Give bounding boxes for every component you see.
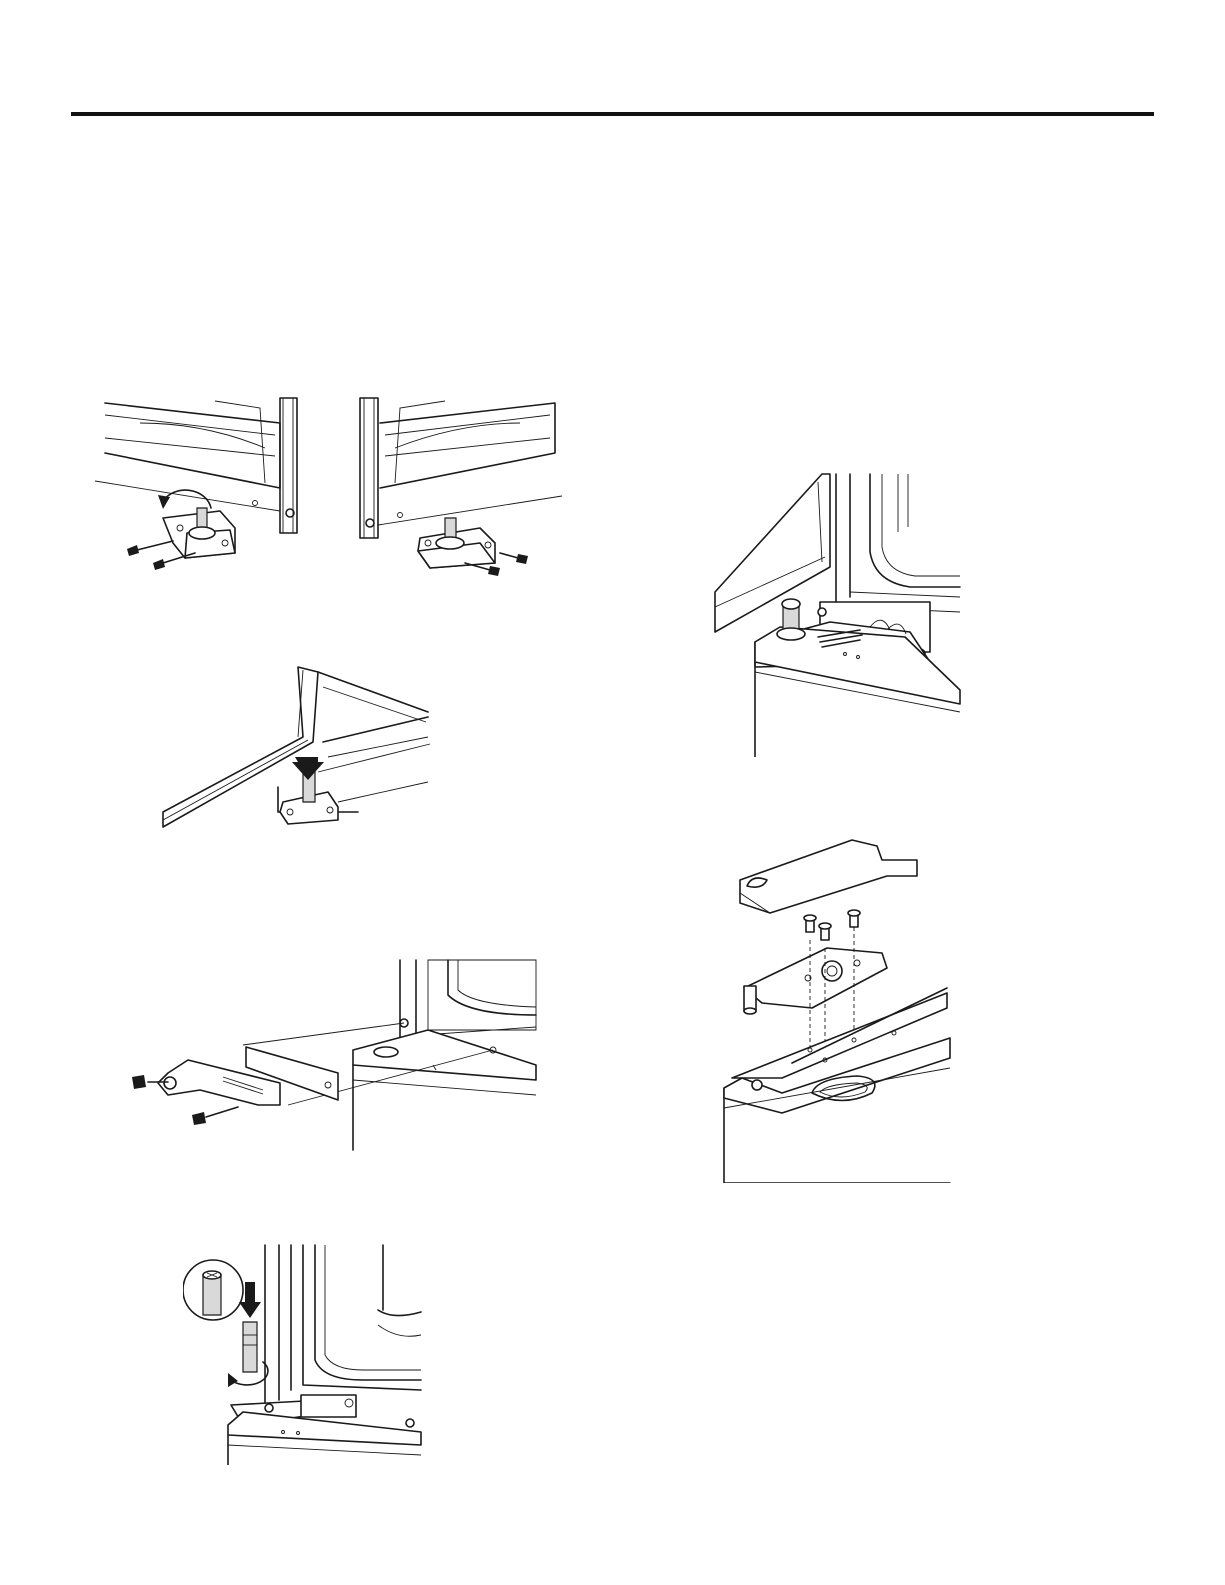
fig-top-hinge-cover-exploded [722,838,952,1183]
fig-lower-door-onto-pin [158,662,433,837]
fig-insert-hinge-pin [183,1240,428,1465]
fig-remove-hinge-pin-left [95,393,310,573]
fig-hinge-on-cabinet [710,472,965,757]
fig-attach-hinge-bracket [128,955,538,1155]
fig-remove-hinge-pin-right [350,393,565,583]
header-rule [71,112,1154,116]
